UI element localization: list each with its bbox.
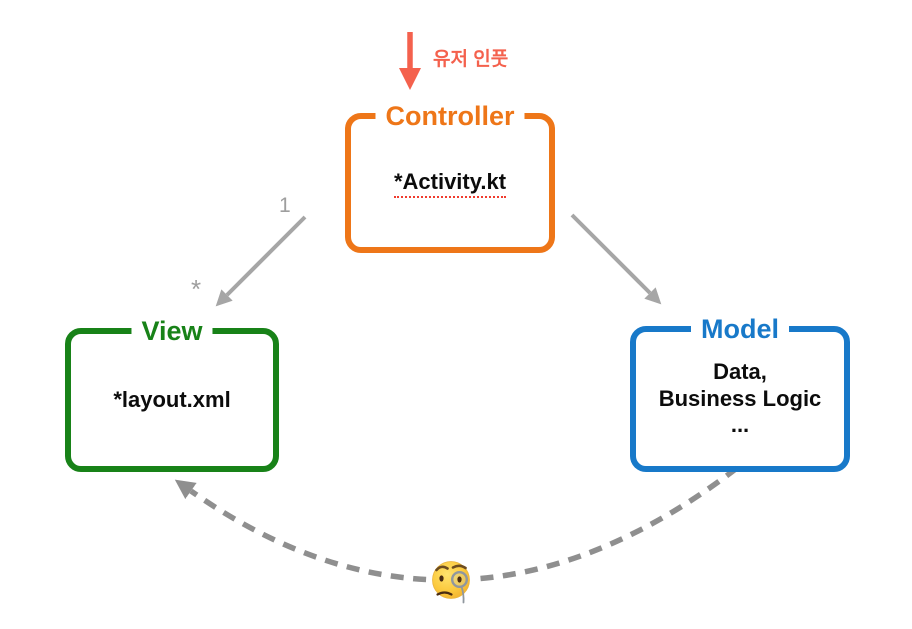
controller-node: Controller *Activity.kt (345, 101, 555, 253)
user-input-label: 유저 인풋 (433, 49, 509, 70)
face-with-monocle-emoji-icon (427, 556, 475, 604)
view-node-content: *layout.xml (113, 387, 231, 412)
model-content-line-2: Business Logic (658, 385, 822, 411)
model-node-content: Data, Business Logic ... (659, 359, 822, 439)
controller-to-model-arrow (570, 213, 662, 305)
controller-node-title: Controller (375, 101, 525, 132)
multiplicity-one-label: 1 (279, 194, 291, 217)
controller-to-view-arrow (215, 215, 307, 307)
view-node: View *layout.xml (65, 316, 279, 472)
model-content-line-1: Data, (713, 358, 767, 384)
multiplicity-many-label: * (191, 274, 202, 304)
model-node-title: Model (691, 314, 789, 345)
model-content-line-3: ... (730, 412, 750, 438)
model-node: Model Data, Business Logic ... (630, 314, 850, 472)
controller-node-content: *Activity.kt (393, 169, 507, 198)
view-node-title: View (131, 316, 213, 347)
